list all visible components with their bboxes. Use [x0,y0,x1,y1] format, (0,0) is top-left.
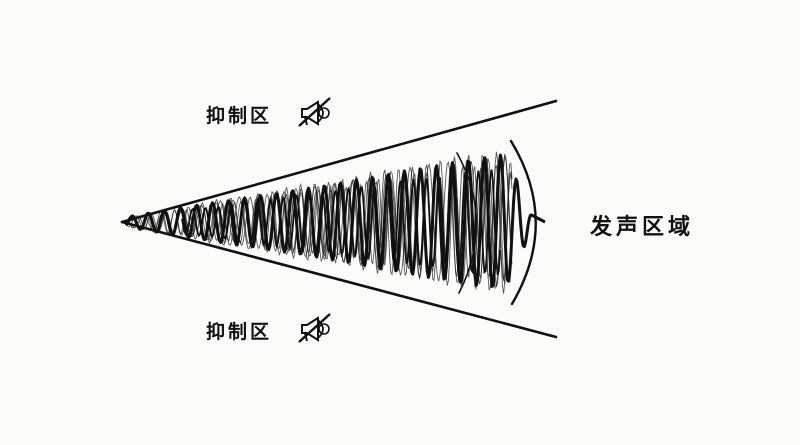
muted-megaphone-icon [296,311,336,351]
wavefront-arc-outer [509,139,537,306]
secondary-wave-line [181,169,501,276]
emission-zone-label: 发声区域 [590,215,695,240]
wavefront-arc-inner [456,152,478,294]
main-sound-wave [124,153,546,288]
cone-lower-edge [120,220,558,339]
cone-upper-edge [120,99,558,224]
suppression-zone-label-top: 抑制区 [206,105,273,127]
suppression-zone-label-bottom: 抑制区 [206,321,273,343]
muted-megaphone-icon [296,95,336,135]
